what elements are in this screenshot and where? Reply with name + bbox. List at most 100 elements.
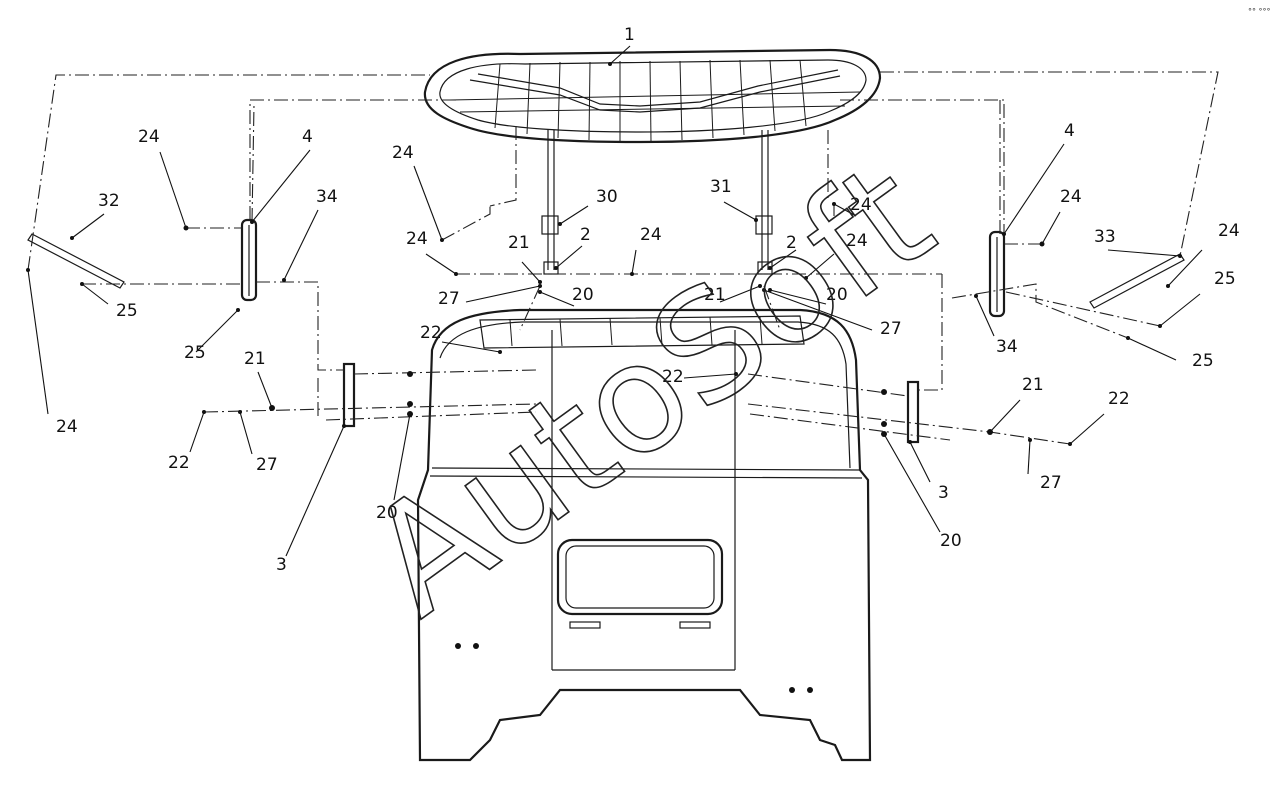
callout-point: [734, 372, 738, 376]
callout-number: 24: [850, 195, 872, 215]
callout-leader: [239, 411, 253, 455]
corner-mark: °° °°°: [1248, 7, 1271, 16]
callout-leader: [805, 253, 835, 279]
callout-number: 24: [406, 229, 428, 249]
callout-point: [538, 290, 542, 294]
callout-number: 3: [938, 483, 949, 503]
callout-point: [832, 202, 836, 206]
callout-number: 25: [1192, 351, 1214, 371]
callout-leader: [989, 399, 1021, 433]
callout-leader: [909, 441, 931, 483]
callout-leader: [1127, 337, 1177, 361]
callout-number: 24: [392, 143, 414, 163]
callout-number: 21: [1022, 375, 1044, 395]
callout-number: 33: [1094, 227, 1116, 247]
callout-leader: [81, 283, 109, 305]
callout-leader: [883, 433, 941, 533]
callout-leader: [769, 289, 827, 305]
callout-number: 30: [596, 187, 618, 207]
callout-leader: [723, 201, 757, 221]
callout-point: [202, 410, 206, 414]
callout-leader: [833, 203, 857, 217]
callout-leader: [257, 371, 273, 409]
callout-point: [768, 266, 772, 270]
callout-number: 4: [1064, 121, 1075, 141]
callout-point: [754, 218, 758, 222]
callout-leader: [189, 411, 205, 453]
callout-point: [1158, 324, 1162, 328]
callout-point: [804, 276, 808, 280]
callout-point: [538, 284, 542, 288]
hinge-bracket-right: [988, 230, 1006, 318]
callout-leader: [195, 309, 239, 353]
callout-leader: [769, 249, 797, 269]
callout-leader: [1159, 293, 1201, 327]
callout-leader: [539, 291, 575, 307]
callout-leader: [283, 209, 319, 281]
callout-number: 21: [244, 349, 266, 369]
callout-leader: [555, 245, 583, 269]
callout-point: [1166, 284, 1170, 288]
callout-point: [440, 238, 444, 242]
callout-leader: [251, 149, 311, 223]
callout-number: 3: [276, 555, 287, 575]
callout-point: [558, 222, 562, 226]
callout-point: [758, 284, 762, 288]
side-bracket-right: [906, 380, 920, 444]
callout-point: [342, 424, 346, 428]
callout-leader: [1167, 249, 1203, 287]
callout-point: [1040, 242, 1044, 246]
callout-leader: [27, 269, 49, 415]
callout-point: [538, 280, 542, 284]
callout-number: 20: [376, 503, 398, 523]
callout-number: 27: [880, 319, 902, 339]
callout-leader: [465, 285, 541, 303]
callout-leader: [1107, 249, 1181, 257]
callout-leader: [719, 285, 761, 303]
callout-point: [282, 278, 286, 282]
callout-leader: [1003, 143, 1065, 235]
callout-number: 27: [1040, 473, 1062, 493]
callout-leader: [631, 249, 637, 275]
callout-number: 22: [1108, 389, 1130, 409]
callout-number: 20: [572, 285, 594, 305]
callout-point: [236, 308, 240, 312]
callout-number: 27: [256, 455, 278, 475]
callout-point: [408, 412, 412, 416]
callout-leader: [425, 253, 457, 275]
fastener-dots: [183, 225, 1045, 437]
callout-point: [768, 288, 772, 292]
callout-leader: [441, 341, 501, 353]
callout-number: 2: [580, 225, 591, 245]
callout-point: [1028, 438, 1032, 442]
callout-number: 34: [996, 337, 1018, 357]
callout-leader: [1069, 413, 1105, 445]
callout-number: 25: [1214, 269, 1236, 289]
callout-point: [974, 294, 978, 298]
callout-point: [1002, 232, 1006, 236]
callout-leader: [609, 45, 631, 65]
callout-point: [498, 350, 502, 354]
callout-leader: [413, 165, 443, 241]
callout-number: 24: [56, 417, 78, 437]
callout-number: 21: [508, 233, 530, 253]
callout-number: 34: [316, 187, 338, 207]
callout-number: 2: [786, 233, 797, 253]
callout-leader: [159, 151, 187, 229]
callout-point: [988, 430, 992, 434]
callout-number: 21: [704, 285, 726, 305]
callout-point: [882, 432, 886, 436]
callout-leader: [393, 413, 411, 501]
callout-point: [630, 272, 634, 276]
callout-point: [1178, 254, 1182, 258]
callout-leader: [1041, 211, 1061, 245]
callout-point: [26, 268, 30, 272]
callout-number: 22: [420, 323, 442, 343]
callout-leader: [763, 289, 873, 331]
callout-point: [270, 406, 274, 410]
hinge-bracket-left: [240, 218, 258, 302]
callout-leader: [683, 373, 737, 379]
callout-point: [454, 272, 458, 276]
callout-leader: [559, 205, 589, 225]
